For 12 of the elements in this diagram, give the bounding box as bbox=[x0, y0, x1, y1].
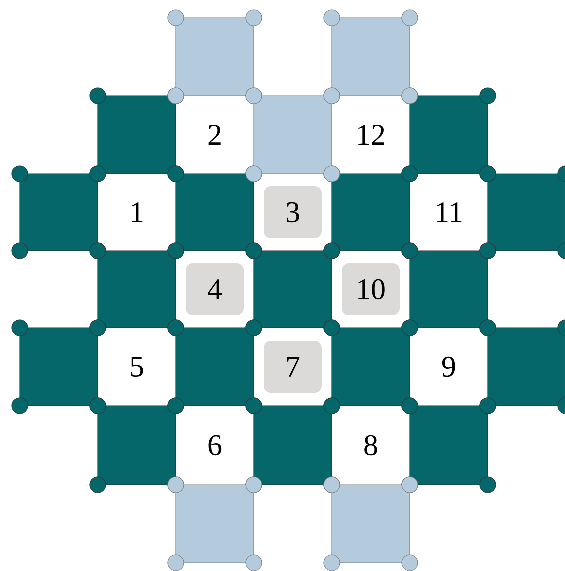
square-number: 6 bbox=[208, 435, 222, 456]
square-number: 8 bbox=[364, 435, 378, 456]
square-number: 1 bbox=[132, 202, 143, 222]
square-number: 2 bbox=[208, 125, 221, 145]
number-tile: 4 bbox=[186, 264, 244, 316]
square-number: 9 bbox=[442, 356, 456, 378]
number-tile: 3 bbox=[264, 186, 322, 238]
number-tile: 10 bbox=[342, 264, 400, 316]
square-number: 12 bbox=[358, 125, 384, 145]
square-number: 5 bbox=[131, 357, 144, 377]
number-tile: 7 bbox=[264, 341, 322, 393]
square-number: 11 bbox=[437, 202, 462, 222]
